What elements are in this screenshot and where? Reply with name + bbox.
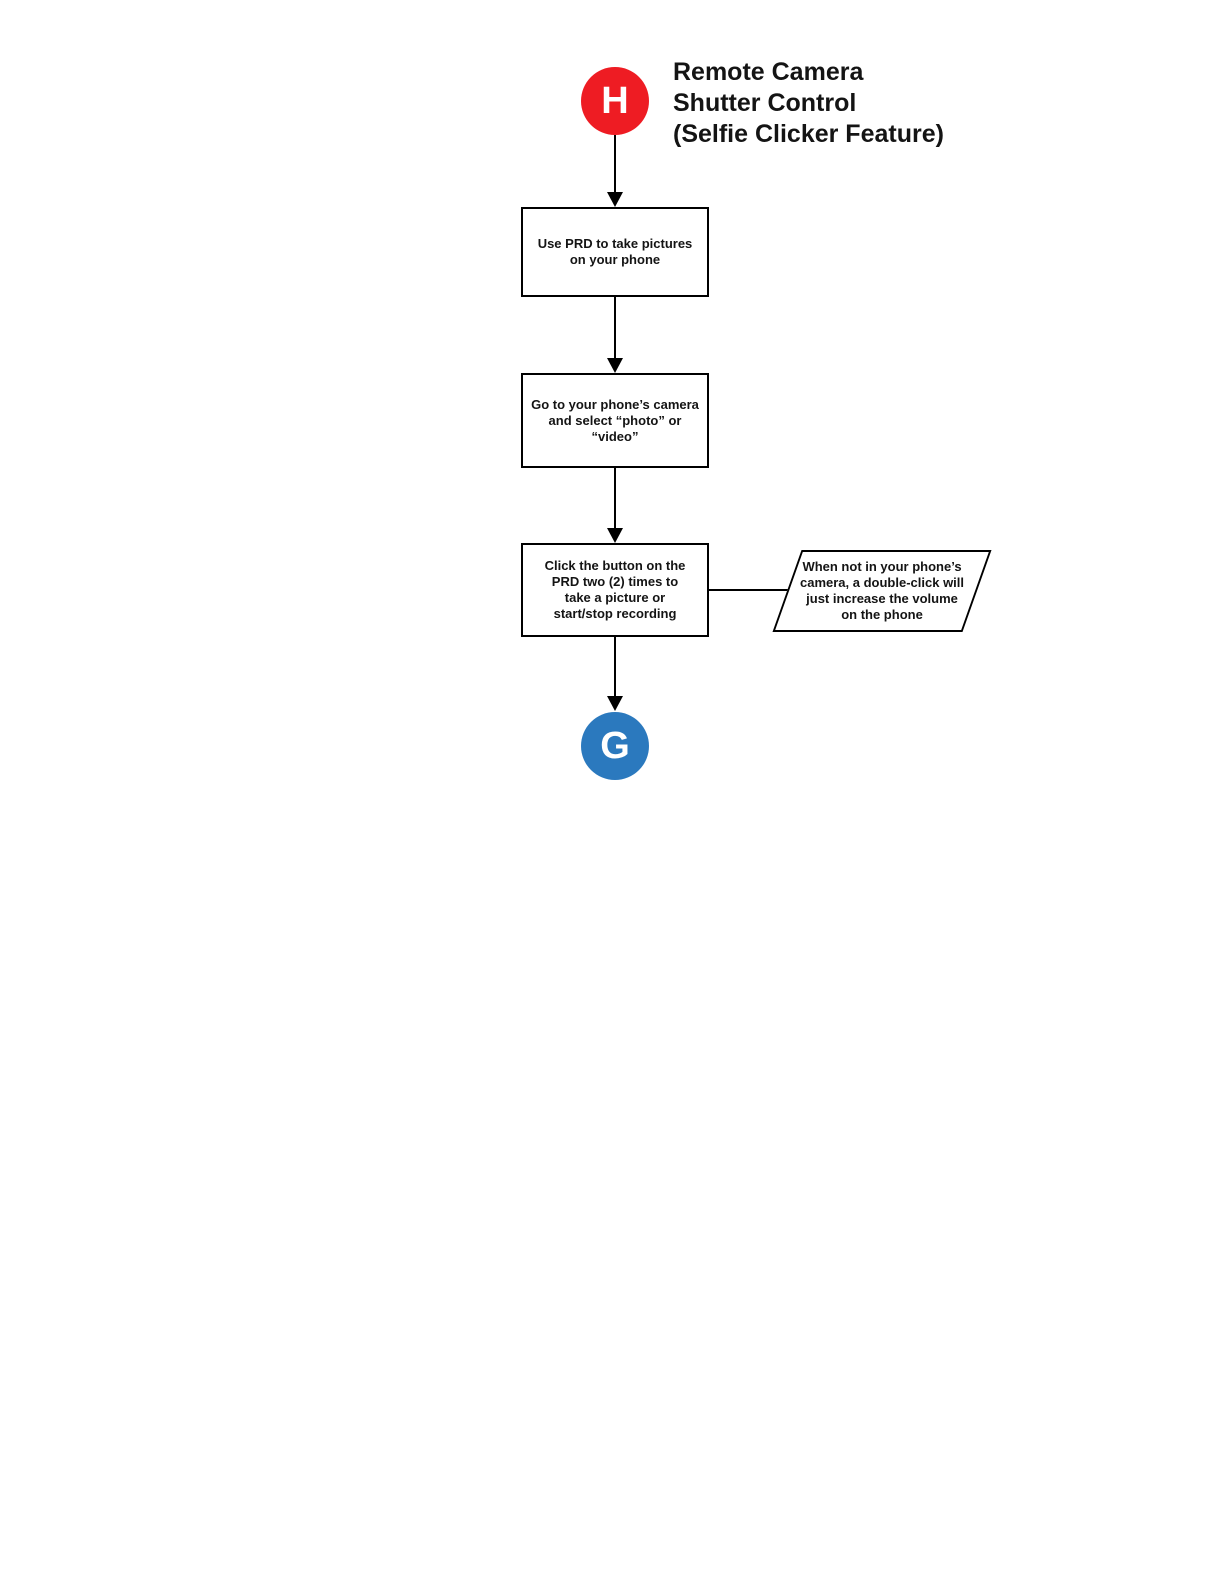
start-node-h: H xyxy=(581,67,649,135)
step-2-text: Go to your phone’s camera and select “ph… xyxy=(531,396,699,444)
step-box-1: Use PRD to take pictures on your phone xyxy=(521,207,709,297)
flowchart-title: Remote Camera Shutter Control (Selfie Cl… xyxy=(673,58,944,148)
step-1-text: Use PRD to take pictures on your phone xyxy=(537,236,693,267)
start-node-label: H xyxy=(601,80,629,122)
arrowhead-step1-to-step2 xyxy=(607,358,623,373)
arrowhead-step2-to-step3 xyxy=(607,528,623,543)
step-3-text: Click the button on the PRD two (2) time… xyxy=(544,558,686,621)
step-box-3: Click the button on the PRD two (2) time… xyxy=(521,543,709,637)
arrowhead-start-to-step1 xyxy=(607,192,623,207)
step-box-2: Go to your phone’s camera and select “ph… xyxy=(521,373,709,468)
arrowhead-step3-to-end xyxy=(607,696,623,711)
note-text: When not in your phone’s camera, a doubl… xyxy=(799,559,964,622)
end-node-g: G xyxy=(581,712,649,780)
note-parallelogram: When not in your phone’s camera, a doubl… xyxy=(772,550,992,632)
end-node-label: G xyxy=(600,725,630,767)
